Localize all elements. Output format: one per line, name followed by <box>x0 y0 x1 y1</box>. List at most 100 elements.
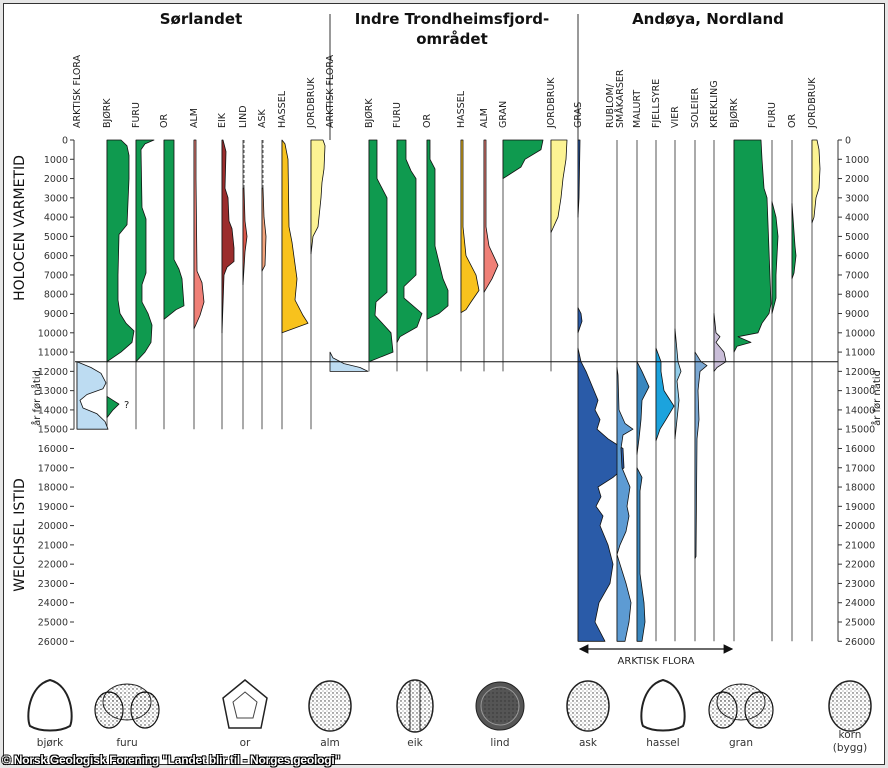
pollen-grain-hassel-icon <box>640 678 686 732</box>
pollen-curve-sorlandet-hassel <box>281 139 309 334</box>
pollen-curve-andoya-soleier <box>694 351 708 559</box>
left-tick-label: 5000 <box>44 232 68 243</box>
pollen-curve-andoya-rublom-småkarser <box>616 367 634 642</box>
pollen-grain-label: ask <box>579 737 598 749</box>
pollen-grain-label: korn <box>839 729 862 741</box>
pollen-curve-andoya-bjørk <box>733 139 772 353</box>
left-tick-label: 15000 <box>38 425 68 436</box>
region-title-trondheim-line2: området <box>416 30 488 48</box>
pollen-curve-trondheim-jordbruk <box>550 139 568 233</box>
column-label-trondheim-gran: GRAN <box>498 101 509 128</box>
pollen-grain-ask-icon <box>566 680 610 732</box>
left-tick-label: 13000 <box>38 386 68 397</box>
pollen-curve-sorlandet-or <box>163 139 185 320</box>
column-label-andoya-soleier: SOLEIER <box>690 87 701 128</box>
left-tick-label: 24000 <box>38 598 68 609</box>
right-tick-label: 14000 <box>845 405 875 416</box>
arctic-flora-arrow-label: ARKTISK FLORA <box>618 656 695 667</box>
pollen-curve-andoya-furu <box>771 201 779 314</box>
diagram-frame <box>3 3 885 765</box>
pollen-curve-andoya-vier <box>674 328 682 440</box>
left-tick-label: 22000 <box>38 560 68 571</box>
left-tick-label: 23000 <box>38 579 68 590</box>
pollen-grain-label: or <box>240 737 251 749</box>
column-label-andoya-fjellsyre: FJELLSYRE <box>651 79 662 128</box>
pollen-curve-sorlandet-ask <box>261 187 267 272</box>
right-tick-label: 4000 <box>845 213 869 224</box>
column-label-trondheim-or: OR <box>422 114 433 128</box>
right-tick-label: 11000 <box>845 348 875 359</box>
pollen-grain-eik-icon <box>396 679 434 733</box>
column-label-andoya-malurt: MALURT <box>632 90 643 128</box>
left-tick-label: 3000 <box>44 193 68 204</box>
column-label-trondheim-alm: ALM <box>479 108 490 128</box>
pollen-grain-label-sub: (bygg) <box>833 742 867 754</box>
pollen-grain-label: hassel <box>646 737 679 749</box>
right-tick-label: 21000 <box>845 540 875 551</box>
axis-unit-right: år før nåtid <box>870 370 883 426</box>
column-label-trondheim-furu: FURU <box>392 102 403 128</box>
pollen-grain-label: furu <box>116 737 137 749</box>
pollen-grain-korn-icon <box>828 680 872 732</box>
left-tick-label: 26000 <box>38 637 68 648</box>
pollen-grain-bjørk-icon <box>27 678 73 732</box>
pollen-grain-furu-icon <box>94 683 160 729</box>
column-label-andoya-bjørk: BJØRK <box>729 98 740 128</box>
pollen-curve-trondheim-gran <box>502 139 544 179</box>
left-tick-label: 0 <box>62 136 68 147</box>
right-tick-label: 12000 <box>845 367 875 378</box>
pollen-grain-label: lind <box>490 737 509 749</box>
right-tick-label: 15000 <box>845 425 875 436</box>
pollen-grain-lind-icon <box>475 681 525 731</box>
left-tick-label: 19000 <box>38 502 68 513</box>
column-label-sorlandet-or: OR <box>159 114 170 128</box>
pollen-curve-sorlandet-arktisk-flora <box>76 361 109 430</box>
column-label-sorlandet-ask: ASK <box>257 108 268 128</box>
pollen-curve-andoya-fjellsyre <box>655 347 675 442</box>
pollen-curve-andoya-krekling <box>713 313 727 372</box>
column-label-andoya-gras: GRAS <box>573 102 584 128</box>
pollen-curve-trondheim-bjørk <box>368 139 394 363</box>
right-tick-label: 7000 <box>845 270 869 281</box>
right-tick-label: 8000 <box>845 290 869 301</box>
pollen-curve-andoya-malurt <box>636 467 646 642</box>
left-tick-label: 1000 <box>44 155 68 166</box>
left-tick-label: 21000 <box>38 540 68 551</box>
column-label-sorlandet-jordbruk: JORDBRUK <box>306 77 317 129</box>
column-label-trondheim-bjørk: BJØRK <box>364 98 375 128</box>
pollen-grain-or-icon <box>222 679 268 729</box>
left-tick-label: 6000 <box>44 251 68 262</box>
right-tick-label: 0 <box>845 136 851 147</box>
right-tick-label: 20000 <box>845 521 875 532</box>
right-tick-label: 13000 <box>845 386 875 397</box>
right-tick-label: 25000 <box>845 618 875 629</box>
pollen-curve-sorlandet-bjørk <box>106 139 135 363</box>
column-label-andoya-or: OR <box>787 114 798 128</box>
pollen-curve-trondheim-or <box>426 139 449 320</box>
copyright-notice: © Norsk Geologisk Forening "Landet blir … <box>2 753 341 767</box>
pollen-curve-andoya-gras <box>577 307 583 334</box>
right-tick-label: 5000 <box>845 232 869 243</box>
column-label-trondheim-hassel: HASSEL <box>456 90 467 128</box>
column-label-andoya-krekling: KREKLING <box>709 80 720 128</box>
left-tick-label: 18000 <box>38 483 68 494</box>
right-tick-label: 22000 <box>845 560 875 571</box>
column-label-sorlandet-bjørk: BJØRK <box>102 98 113 128</box>
pollen-grain-label: eik <box>407 737 423 749</box>
region-title-trondheim: Indre Trondheimsfjord- <box>355 10 549 28</box>
left-tick-label: 7000 <box>44 270 68 281</box>
column-label-trondheim-arktisk-flora: ARKTISK FLORA <box>325 54 336 128</box>
right-tick-label: 3000 <box>845 193 869 204</box>
pollen-curve-andoya-malurt <box>636 361 650 455</box>
column-label-andoya-jordbruk: JORDBRUK <box>807 77 818 129</box>
left-tick-label: 16000 <box>38 444 68 455</box>
column-label-trondheim-jordbruk: JORDBRUK <box>546 77 557 129</box>
right-tick-label: 19000 <box>845 502 875 513</box>
left-tick-label: 4000 <box>44 213 68 224</box>
pollen-curve-andoya-gras <box>577 347 625 642</box>
pollen-curve-andoya-jordbruk <box>811 139 821 224</box>
right-tick-label: 18000 <box>845 483 875 494</box>
right-tick-label: 6000 <box>845 251 869 262</box>
column-label-andoya-rublom-småkarser: RUBLOM/SMÅKARSER <box>605 69 626 128</box>
